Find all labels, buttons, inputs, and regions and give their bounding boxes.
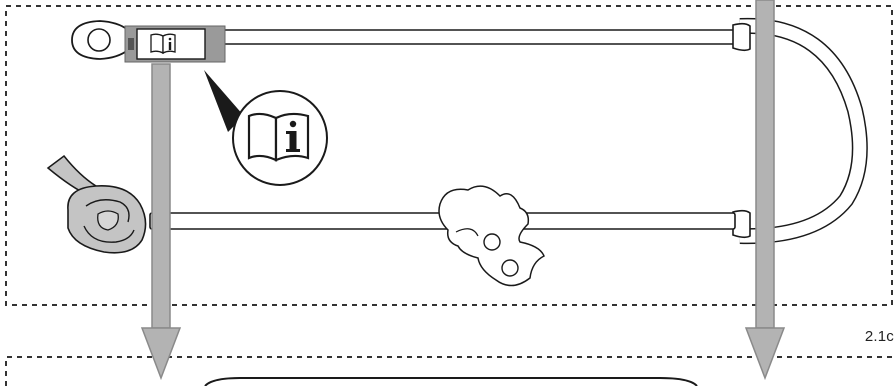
callout-pointer xyxy=(204,70,244,132)
curved-strap-loop xyxy=(739,17,868,245)
bottom-right-sleeve xyxy=(732,209,751,239)
manual-info-icon-small xyxy=(150,33,176,55)
sewn-label xyxy=(124,25,226,63)
right-load-arrow xyxy=(744,0,786,381)
lower-panel-edge xyxy=(204,377,698,387)
manual-info-icon xyxy=(232,90,328,186)
top-strap xyxy=(204,29,736,45)
top-right-sleeve xyxy=(732,22,751,52)
rigging-plate xyxy=(438,185,545,287)
eye-loop xyxy=(71,20,129,60)
figure-label: 2.1c xyxy=(864,328,894,345)
knot xyxy=(46,154,147,254)
left-load-arrow xyxy=(140,63,182,381)
upper-dashed-frame xyxy=(5,5,893,306)
